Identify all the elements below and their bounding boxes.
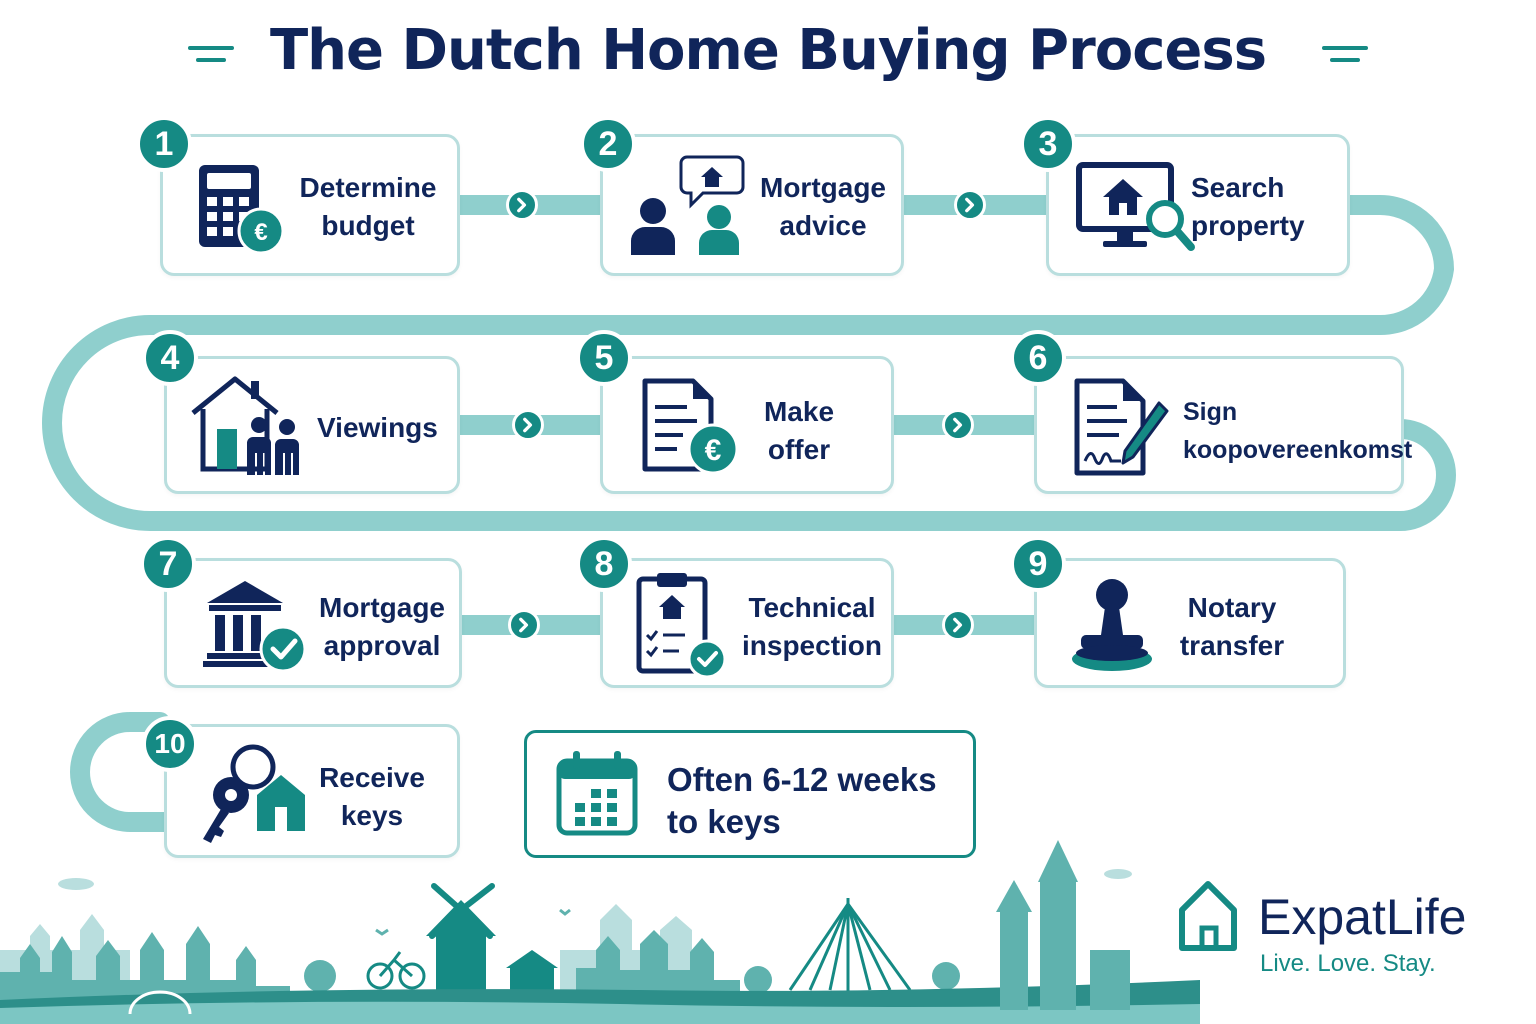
step-card-10: Receive keys bbox=[164, 724, 460, 858]
step-number-5: 5 bbox=[576, 330, 632, 386]
step-number-9: 9 bbox=[1010, 536, 1066, 592]
document-euro-icon: € bbox=[642, 378, 739, 475]
step-number-1: 1 bbox=[136, 116, 192, 172]
step-number-10: 10 bbox=[142, 716, 198, 772]
timing-callout: Often 6-12 weeks to keys bbox=[524, 730, 976, 858]
step-label-1: Determine budget bbox=[299, 172, 437, 241]
step-label-9: Notary transfer bbox=[1179, 592, 1285, 661]
step-card-6: Sign koopovereenkomst bbox=[1034, 356, 1413, 494]
step-label-3: Search property bbox=[1191, 172, 1305, 241]
step-card-4: Viewings bbox=[164, 356, 460, 494]
step-card-8: Technical inspection bbox=[600, 558, 894, 688]
keys-house-icon bbox=[203, 744, 305, 843]
chevron-right-icon bbox=[508, 609, 540, 641]
chevron-right-icon bbox=[942, 609, 974, 641]
chevron-right-icon bbox=[512, 409, 544, 441]
clipboard-check-icon bbox=[636, 573, 727, 679]
calculator-euro-icon: € bbox=[199, 165, 285, 255]
title-dash-right bbox=[1322, 46, 1368, 62]
step-number-2: 2 bbox=[580, 116, 636, 172]
step-card-9: Notary transfer bbox=[1034, 558, 1346, 688]
step-label-5: Make offer bbox=[763, 396, 835, 465]
step-card-7: Mortgage approval bbox=[164, 558, 462, 688]
svg-text:€: € bbox=[254, 219, 267, 246]
chevron-right-icon bbox=[942, 409, 974, 441]
chevron-right-icon bbox=[954, 189, 986, 221]
step-number-7: 7 bbox=[140, 536, 196, 592]
step-number-4: 4 bbox=[142, 330, 198, 386]
title-dash-left bbox=[188, 46, 234, 62]
step-number-3: 3 bbox=[1020, 116, 1076, 172]
step-label-6: Sign koopovereenkomst bbox=[1183, 398, 1413, 464]
step-number-8: 8 bbox=[576, 536, 632, 592]
monitor-search-icon bbox=[1076, 162, 1195, 251]
step-card-2: Mortgage advice bbox=[600, 134, 904, 276]
stamp-icon bbox=[1072, 579, 1152, 671]
step-label-8: Technical inspection bbox=[741, 592, 882, 661]
advisor-chat-icon bbox=[631, 155, 745, 255]
step-label-7: Mortgage approval bbox=[319, 592, 445, 661]
bank-check-icon bbox=[203, 581, 307, 673]
chevron-right-icon bbox=[506, 189, 538, 221]
contract-sign-icon bbox=[1074, 378, 1169, 476]
step-label-2: Mortgage advice bbox=[760, 172, 886, 241]
house-outline-icon bbox=[1179, 881, 1237, 951]
calendar-icon bbox=[556, 751, 638, 836]
timing-label: Often 6-12 weeks to keys bbox=[667, 761, 937, 840]
page-title: The Dutch Home Buying Process bbox=[269, 18, 1267, 83]
step-card-5: € Make offer bbox=[600, 356, 894, 494]
step-number-6: 6 bbox=[1010, 330, 1066, 386]
brand-tagline: Live. Love. Stay. bbox=[1260, 950, 1436, 977]
step-label-4: Viewings bbox=[317, 412, 438, 443]
amsterdam-skyline bbox=[0, 840, 1200, 1024]
brand-name: ExpatLife bbox=[1258, 889, 1467, 945]
step-card-1: € Determine budget bbox=[160, 134, 460, 276]
svg-text:€: € bbox=[705, 434, 722, 467]
house-visitors-icon bbox=[191, 376, 299, 475]
step-card-3: Search property bbox=[1046, 134, 1350, 276]
step-label-10: Receive keys bbox=[319, 762, 425, 831]
